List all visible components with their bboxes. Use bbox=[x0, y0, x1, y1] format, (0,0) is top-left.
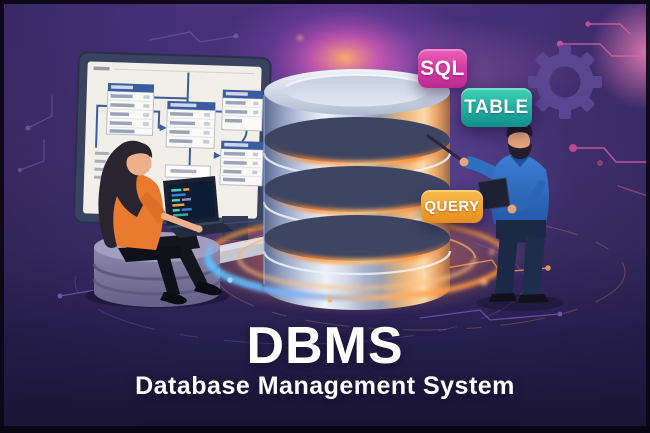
page-subtitle: Database Management System bbox=[135, 372, 515, 400]
entity-table bbox=[105, 83, 155, 136]
pointer-stick-icon bbox=[426, 134, 466, 164]
man-figure bbox=[426, 121, 564, 311]
glow-rings-front bbox=[204, 244, 510, 303]
badge-query: QUERY bbox=[421, 190, 483, 223]
badge-sql-label: SQL bbox=[420, 56, 465, 80]
badge-table-label: TABLE bbox=[464, 96, 529, 118]
entity-table bbox=[221, 89, 264, 132]
badge-query-label: QUERY bbox=[424, 198, 480, 215]
page-title: DBMS bbox=[246, 317, 404, 375]
database-icon bbox=[262, 69, 452, 310]
entity-table bbox=[165, 100, 216, 149]
gear-icon bbox=[528, 45, 602, 119]
badge-sql: SQL bbox=[418, 49, 467, 88]
entity-table bbox=[219, 140, 264, 187]
woman-figure bbox=[85, 140, 233, 308]
badge-table: TABLE bbox=[461, 88, 532, 127]
er-diagram bbox=[93, 66, 264, 187]
